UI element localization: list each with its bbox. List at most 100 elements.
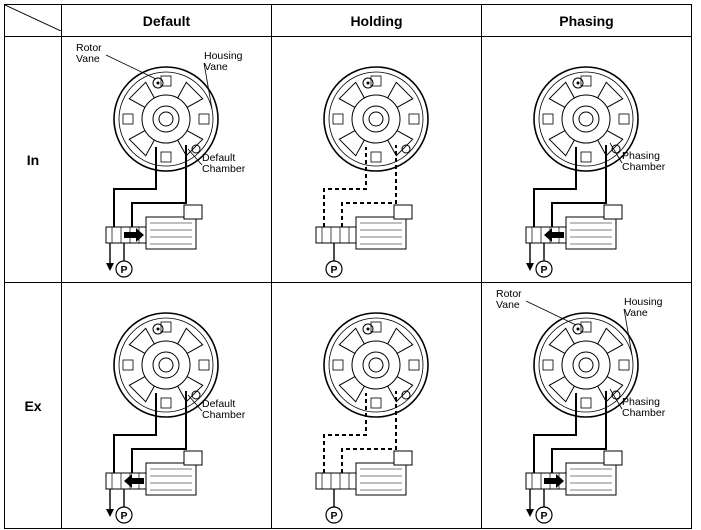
bolt-top: [572, 323, 584, 335]
housing-vane: [160, 321, 172, 333]
housing-vane: [122, 359, 134, 371]
phaser-housing-outer: [113, 312, 219, 418]
rotor-center: [368, 111, 384, 127]
connector: [393, 204, 413, 220]
rotor-center: [158, 111, 174, 127]
phasing-chamber-leader: [609, 388, 623, 410]
housing-vane: [542, 359, 554, 371]
bolt-top-center: [576, 327, 580, 331]
cam-phaser-rotor: [323, 66, 429, 172]
cell-in-holding: P: [271, 36, 482, 283]
pressure-label: P: [330, 510, 337, 522]
housing-vane: [618, 113, 630, 125]
spool-arrow-right: [124, 228, 144, 242]
connector: [183, 450, 203, 466]
oil-passage-a: [323, 393, 367, 473]
pressure-port: [115, 260, 133, 278]
drain-arrow: [526, 509, 534, 517]
solenoid-body: [145, 216, 197, 250]
phaser-housing-outer: [533, 312, 639, 418]
pressure-port: [535, 260, 553, 278]
pressure-port: [325, 260, 343, 278]
phaser-housing-inner: [118, 317, 214, 413]
bolt-top: [572, 77, 584, 89]
housing-vane-leader: [203, 62, 213, 110]
oil-passage-b: [341, 145, 397, 227]
oil-passage-b: [551, 145, 607, 227]
bolt-top: [152, 77, 164, 89]
rotor-hub: [351, 94, 401, 144]
housing-vane: [580, 397, 592, 409]
housing-vane: [198, 113, 210, 125]
cell-ex-holding: P: [271, 282, 482, 529]
drain-arrow: [526, 263, 534, 271]
solenoid-body: [145, 462, 197, 496]
corner-cell: [4, 4, 62, 37]
housing-vane: [580, 75, 592, 87]
rotor-vanes: [548, 327, 624, 403]
bolt-top-center: [366, 327, 370, 331]
bolt-top: [362, 323, 374, 335]
oil-passage-b: [131, 391, 187, 473]
oil-passage-a: [113, 147, 157, 227]
default-chamber-leader: [187, 394, 203, 412]
phaser-housing-inner: [328, 71, 424, 167]
cell-drawing: P: [315, 66, 429, 278]
pressure-label: P: [540, 264, 547, 276]
connector: [393, 450, 413, 466]
pressure-port: [535, 506, 553, 524]
housing-vane: [122, 113, 134, 125]
oil-passage-a: [113, 393, 157, 473]
housing-vane: [332, 113, 344, 125]
oil-control-valve: [315, 450, 413, 496]
oil-passage-b: [341, 391, 397, 473]
drain-arrow: [106, 509, 114, 517]
cam-phaser-rotor: [323, 312, 429, 418]
default-chamber-leader: [187, 148, 203, 166]
bolt-side: [401, 390, 411, 400]
col-header-default: Default: [61, 4, 272, 37]
phaser-housing-inner: [538, 317, 634, 413]
rotor-vane-leader: [525, 300, 577, 326]
housing-vane: [580, 151, 592, 163]
oil-control-valve: [315, 204, 413, 250]
rotor-center: [368, 357, 384, 373]
col-header-phasing: Phasing: [481, 4, 692, 37]
cam-phaser-rotor: [113, 312, 219, 418]
housing-vane: [408, 113, 420, 125]
rotor-hub: [141, 340, 191, 390]
bolt-top: [362, 77, 374, 89]
solenoid-body: [565, 462, 617, 496]
row-header-ex: Ex: [4, 282, 62, 529]
rotor-vanes: [128, 327, 204, 403]
connector: [603, 204, 623, 220]
drain-arrow: [106, 263, 114, 271]
oil-passage-a: [323, 147, 367, 227]
housing-vane: [618, 359, 630, 371]
rotor-bore: [152, 105, 180, 133]
rotor-center: [578, 357, 594, 373]
cam-phaser-rotor: [533, 312, 639, 418]
phaser-housing-outer: [323, 312, 429, 418]
housing-vane: [160, 397, 172, 409]
oil-control-valve: [105, 450, 203, 496]
housing-vane: [370, 75, 382, 87]
spool-arrow-right: [544, 474, 564, 488]
oil-passage-a: [533, 147, 577, 227]
rotor-bore: [152, 351, 180, 379]
phaser-housing-outer: [533, 66, 639, 172]
housing-vane: [370, 397, 382, 409]
housing-vane: [160, 151, 172, 163]
bolt-side: [401, 144, 411, 154]
